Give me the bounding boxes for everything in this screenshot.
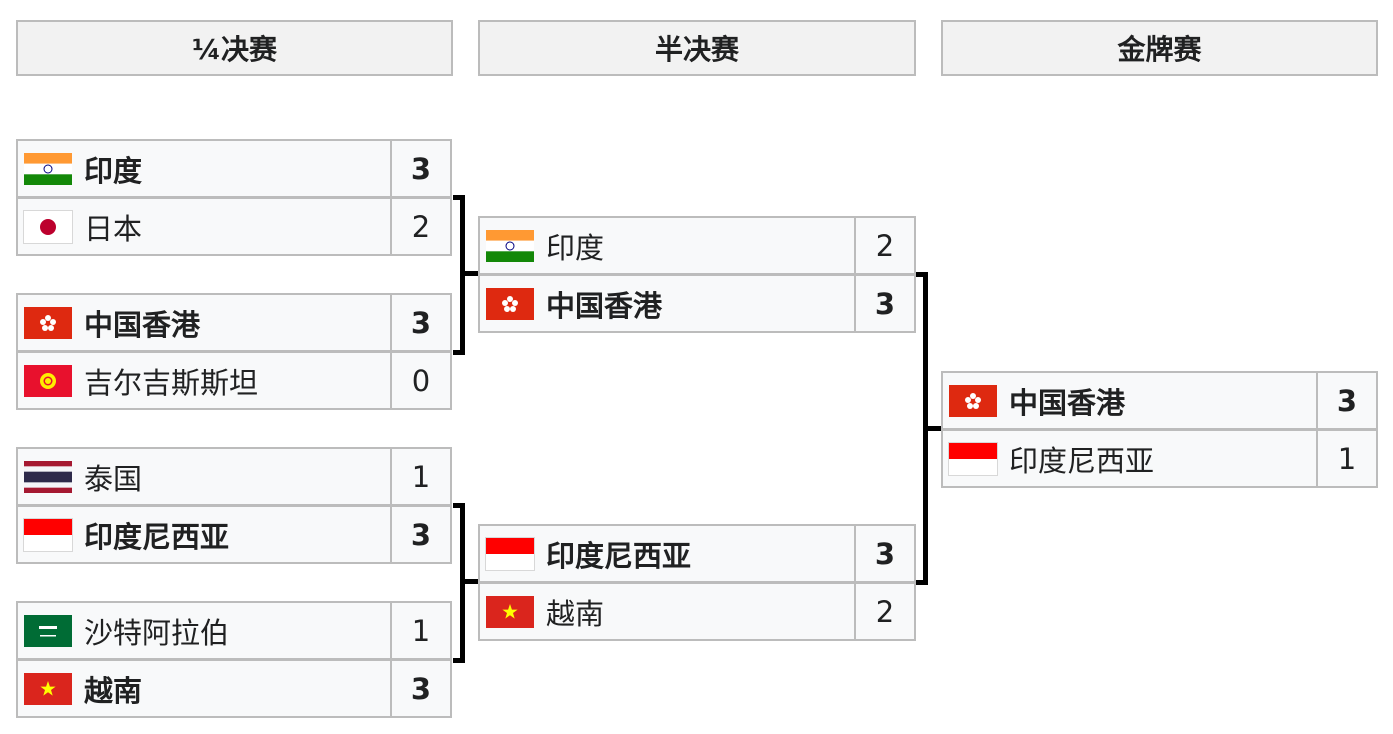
- match-row-team1: 泰国 1: [16, 447, 452, 506]
- india-flag-icon: [24, 152, 72, 185]
- team-name: 沙特阿拉伯: [84, 615, 230, 650]
- team-score: 3: [410, 151, 432, 186]
- semifinal-match-1: 印度 2 中国香港 3: [478, 216, 916, 333]
- quarterfinal-match-3: 泰国 1 印度尼西亚 3: [16, 447, 452, 564]
- match-row-team1: 印度 2: [478, 216, 916, 275]
- match-row-team1: 中国香港 3: [941, 371, 1378, 430]
- team-score: 3: [410, 305, 432, 340]
- team-name: 印度尼西亚: [1009, 443, 1155, 478]
- quarterfinal-match-1: 印度 3 日本 2: [16, 139, 452, 256]
- indonesia-flag-icon: [23, 517, 73, 552]
- india-flag-icon: [486, 229, 534, 262]
- round-header-final: 金牌赛: [941, 20, 1378, 76]
- team-score: 3: [1336, 383, 1358, 418]
- match-row-team1: 印度 3: [16, 139, 452, 198]
- match-row-team2: 印度尼西亚 3: [16, 505, 452, 564]
- saudi-arabia-flag-icon: [24, 614, 72, 647]
- team-name: 泰国: [84, 461, 143, 496]
- bracket-connector: [453, 195, 465, 200]
- final-match: 中国香港 3 印度尼西亚 1: [941, 371, 1378, 488]
- team-name: 印度: [84, 153, 143, 188]
- match-row-team2: 印度尼西亚 1: [941, 429, 1378, 488]
- match-row-team2: 中国香港 3: [478, 274, 916, 333]
- bracket-connector: [453, 350, 465, 355]
- match-row-team1: 沙特阿拉伯 1: [16, 601, 452, 660]
- bracket-connector: [453, 658, 465, 663]
- team-name: 中国香港: [546, 288, 663, 323]
- vietnam-flag-icon: [486, 595, 534, 628]
- match-row-team2: 吉尔吉斯斯坦 0: [16, 351, 452, 410]
- bracket-connector: [923, 426, 941, 431]
- match-row-team2: 日本 2: [16, 197, 452, 256]
- team-name: 越南: [546, 596, 605, 631]
- team-score: 2: [875, 594, 895, 629]
- quarterfinal-match-4: 沙特阿拉伯 1 越南 3: [16, 601, 452, 718]
- bracket-connector: [453, 503, 465, 508]
- team-name: 越南: [84, 673, 143, 708]
- match-row-team1: 印度尼西亚 3: [478, 524, 916, 583]
- japan-flag-icon: [23, 209, 73, 244]
- match-row-team1: 中国香港 3: [16, 293, 452, 352]
- hong-kong-flag-icon: [486, 287, 534, 320]
- team-name: 印度: [546, 230, 605, 265]
- team-name: 印度尼西亚: [84, 519, 230, 554]
- team-score: 0: [411, 363, 431, 398]
- team-score: 3: [410, 671, 432, 706]
- team-score: 2: [875, 228, 895, 263]
- team-score: 1: [411, 613, 431, 648]
- team-score: 2: [411, 209, 431, 244]
- match-row-team2: 越南 3: [16, 659, 452, 718]
- hong-kong-flag-icon: [949, 384, 997, 417]
- round-header-quarterfinal: ¼决赛: [16, 20, 453, 76]
- team-name: 吉尔吉斯斯坦: [84, 365, 259, 400]
- semifinal-match-2: 印度尼西亚 3 越南 2: [478, 524, 916, 641]
- team-score: 1: [411, 459, 431, 494]
- team-score: 3: [874, 286, 896, 321]
- match-row-team2: 越南 2: [478, 582, 916, 641]
- bracket-connector: [460, 271, 478, 276]
- hong-kong-flag-icon: [24, 306, 72, 339]
- team-score: 1: [1337, 441, 1357, 476]
- quarterfinal-match-2: 中国香港 3 吉尔吉斯斯坦 0: [16, 293, 452, 410]
- indonesia-flag-icon: [948, 441, 998, 476]
- kyrgyzstan-flag-icon: [24, 364, 72, 397]
- team-name: 中国香港: [1009, 385, 1126, 420]
- round-header-semifinal: 半决赛: [478, 20, 916, 76]
- bracket-connector: [460, 579, 478, 584]
- bracket-connector: [916, 580, 928, 585]
- team-name: 印度尼西亚: [546, 538, 692, 573]
- team-name: 中国香港: [84, 307, 201, 342]
- thailand-flag-icon: [24, 460, 72, 493]
- team-name: 日本: [84, 211, 143, 246]
- vietnam-flag-icon: [24, 672, 72, 705]
- bracket-connector: [916, 272, 928, 277]
- indonesia-flag-icon: [485, 536, 535, 571]
- team-score: 3: [410, 517, 432, 552]
- team-score: 3: [874, 536, 896, 571]
